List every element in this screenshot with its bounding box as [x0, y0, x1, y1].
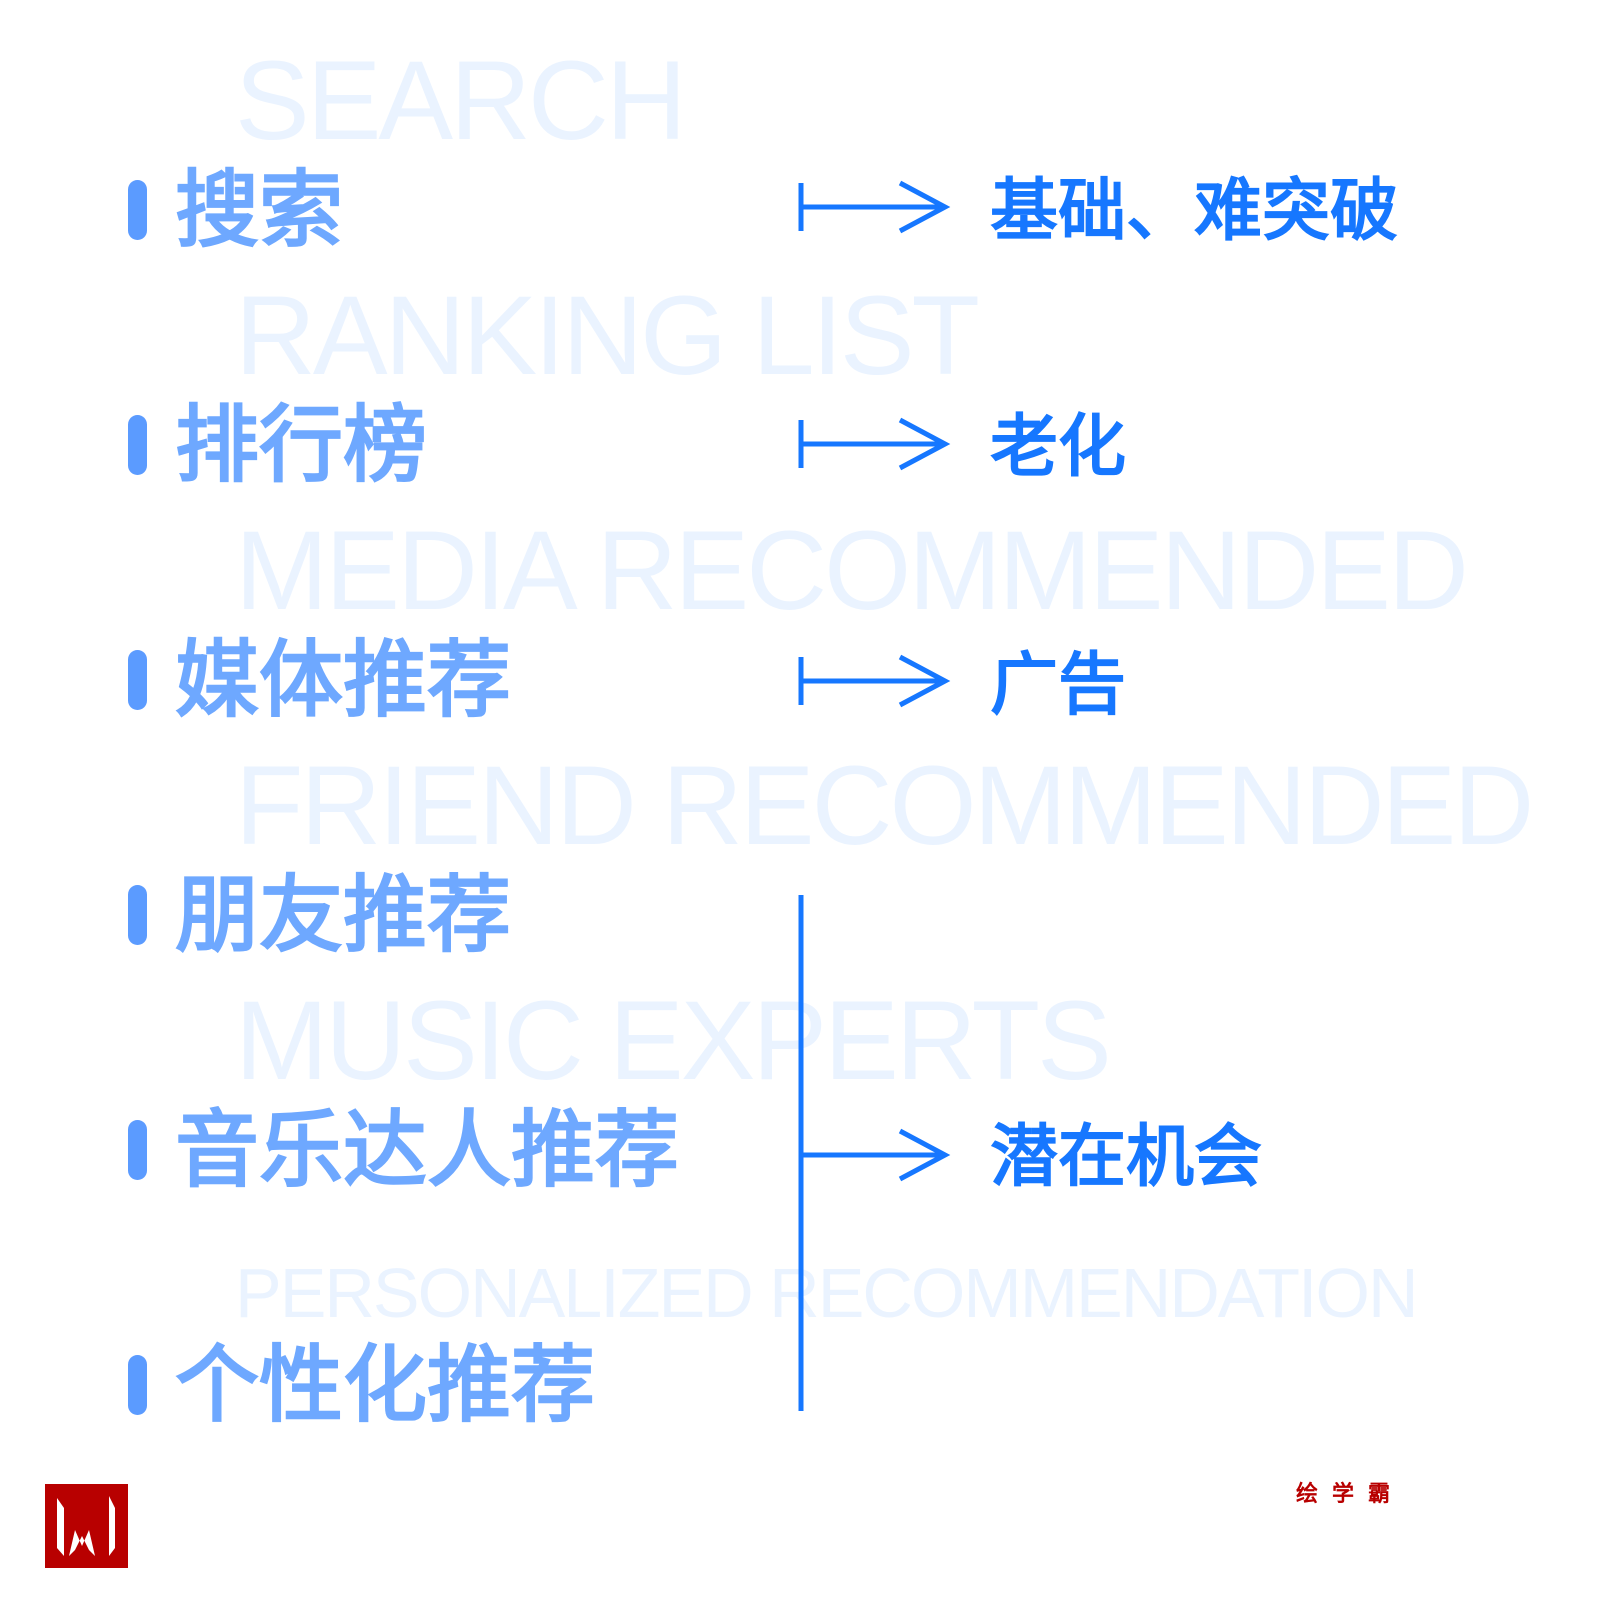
channel-friend: 朋友推荐 [128, 865, 511, 965]
bullet-marker [128, 415, 147, 475]
channel-label: 个性化推荐 [175, 1336, 596, 1434]
channel-label: 搜索 [175, 161, 344, 259]
arrow-media [798, 654, 951, 708]
bullet-marker [128, 1355, 147, 1415]
arrow-ranking [798, 417, 951, 471]
ghost-label-search: SEARCH [235, 38, 687, 163]
channel-music: 音乐达人推荐 [128, 1100, 679, 1200]
arrow-search [798, 180, 951, 234]
ghost-label-music: MUSIC EXPERTS [235, 978, 1112, 1103]
bullet-marker [128, 1120, 147, 1180]
bullet-marker [128, 180, 147, 240]
outcome-aging: 老化 [990, 408, 1127, 487]
w-logo-icon [57, 1496, 115, 1556]
channel-label: 朋友推荐 [175, 866, 512, 964]
bullet-marker [128, 650, 147, 710]
ghost-label-friend: FRIEND RECOMMENDED [235, 743, 1534, 868]
bracket-arrow-opportunity [798, 895, 951, 1411]
channel-personalized: 个性化推荐 [128, 1335, 595, 1435]
brand-name: 绘学霸 [1296, 1482, 1405, 1507]
channel-label: 媒体推荐 [175, 631, 512, 729]
ghost-label-media: MEDIA RECOMMENDED [235, 508, 1469, 633]
channel-label: 音乐达人推荐 [175, 1101, 680, 1199]
brand-logo [45, 1484, 128, 1568]
channel-media: 媒体推荐 [128, 630, 511, 730]
outcome-basic: 基础、难突破 [990, 172, 1399, 251]
outcome-opportunity: 潜在机会 [990, 1118, 1263, 1197]
ghost-label-ranking: RANKING LIST [235, 273, 980, 398]
ghost-label-personalized: PERSONALIZED RECOMMENDATION [235, 1254, 1418, 1332]
channel-ranking: 排行榜 [128, 395, 427, 495]
channel-search: 搜索 [128, 160, 343, 260]
outcome-ads: 广告 [990, 646, 1127, 725]
bullet-marker [128, 885, 147, 945]
channel-label: 排行榜 [175, 396, 428, 494]
